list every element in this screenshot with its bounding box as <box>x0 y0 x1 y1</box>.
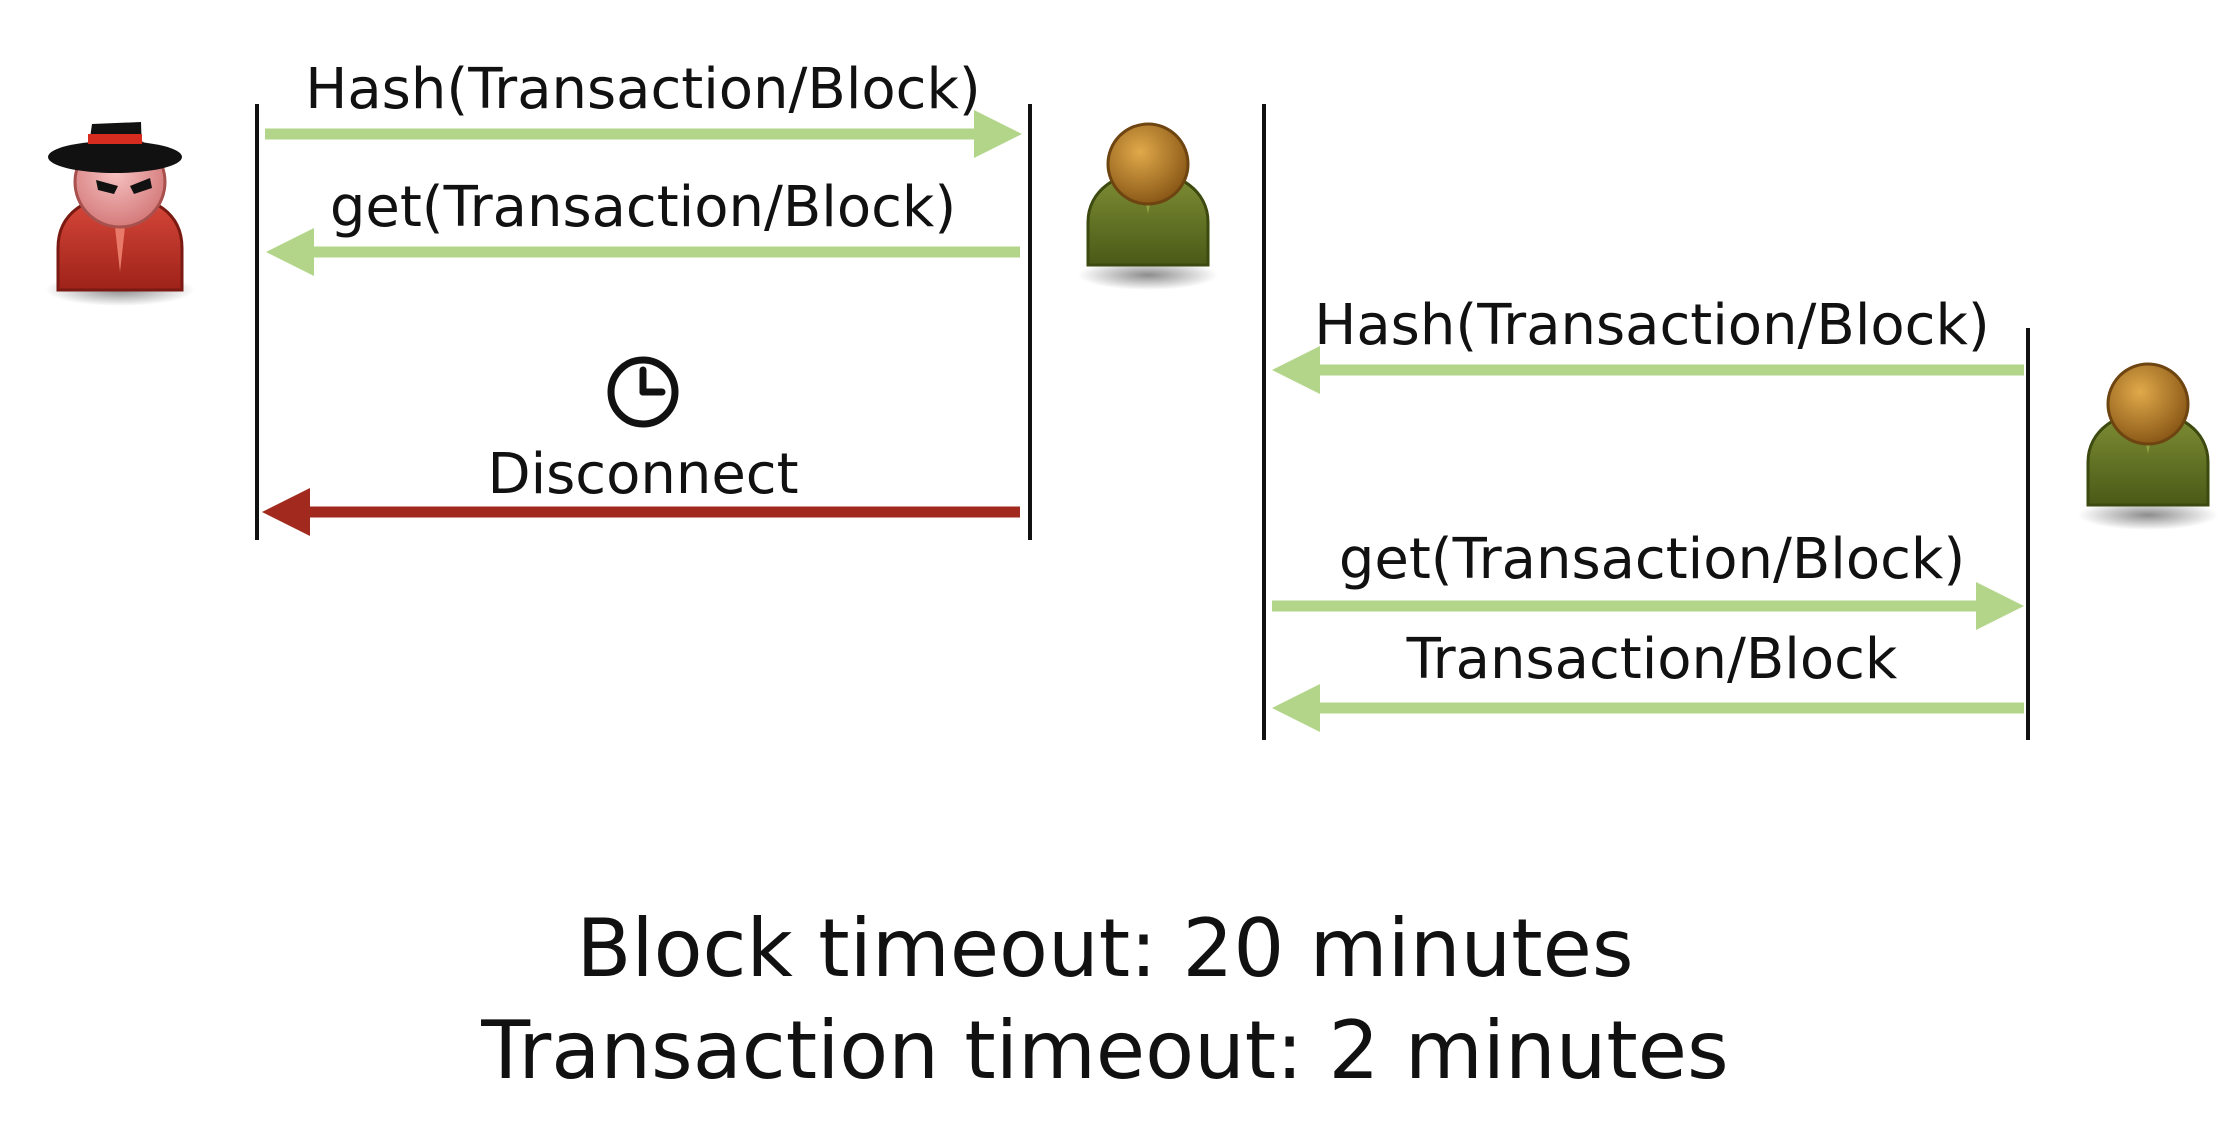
arrow-get-right <box>1272 582 2024 630</box>
transaction-timeout-caption: Transaction timeout: 2 minutes <box>480 1004 1728 1097</box>
arrow-disconnect <box>262 488 1020 536</box>
message-label: get(Transaction/Block) <box>330 175 956 240</box>
user-icon <box>1078 122 1218 290</box>
arrow-hash-left <box>265 110 1022 158</box>
message-label: Transaction/Block <box>1406 627 1898 692</box>
arrow-get-left <box>266 228 1020 276</box>
spy-icon <box>45 122 195 306</box>
user-icon <box>2078 362 2218 530</box>
message-label: Hash(Transaction/Block) <box>305 57 980 122</box>
disconnect-label: Disconnect <box>487 442 798 507</box>
arrow-hash-right <box>1272 346 2024 394</box>
block-timeout-caption: Block timeout: 20 minutes <box>577 902 1634 995</box>
arrow-payload-right <box>1272 684 2024 732</box>
message-label: get(Transaction/Block) <box>1339 527 1965 592</box>
clock-icon <box>607 356 679 428</box>
message-label: Hash(Transaction/Block) <box>1314 293 1989 358</box>
